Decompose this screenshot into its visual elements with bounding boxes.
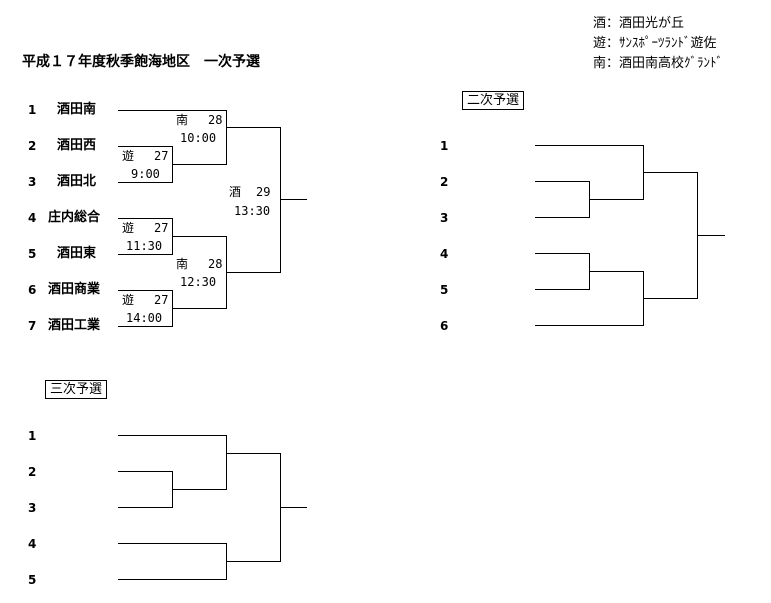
seed-number: 7 (28, 319, 37, 333)
venue-legend-item: 南：酒田南高校ｸﾞﾗﾝﾄﾞ (593, 56, 724, 71)
match-date: 28 (208, 257, 223, 271)
seed-number: 6 (28, 283, 37, 297)
team-name: 酒田東 (57, 246, 97, 261)
match-date: 27 (154, 149, 169, 163)
slot-number: 5 (28, 573, 37, 587)
match-venue: 酒 (229, 185, 242, 199)
match-time: 10:00 (180, 131, 217, 145)
slot-number: 1 (28, 429, 37, 443)
team-name: 酒田南 (57, 102, 97, 117)
team-name: 酒田商業 (48, 282, 101, 297)
second-round-label: 二次予選 (462, 91, 525, 110)
seed-number: 1 (28, 103, 37, 117)
match-venue: 遊 (122, 293, 135, 307)
match-date: 29 (256, 185, 271, 199)
team-name: 酒田工業 (48, 318, 101, 333)
match-date: 28 (208, 113, 223, 127)
seed-number: 4 (28, 211, 37, 225)
match-date: 27 (154, 221, 169, 235)
slot-number: 2 (440, 175, 449, 189)
slot-number: 4 (440, 247, 449, 261)
slot-number: 2 (28, 465, 37, 479)
page-title: 平成１７年度秋季飽海地区 一次予選 (22, 54, 260, 70)
match-time: 14:00 (126, 311, 163, 325)
team-name: 酒田北 (57, 174, 97, 189)
venue-legend-item: 酒：酒田光が丘 (593, 16, 685, 31)
match-time: 12:30 (180, 275, 217, 289)
match-venue: 南 (176, 113, 189, 127)
match-venue: 南 (176, 257, 189, 271)
slot-number: 3 (440, 211, 449, 225)
seed-number: 3 (28, 175, 37, 189)
slot-number: 6 (440, 319, 449, 333)
venue-legend-item: 遊：ｻﾝｽﾎﾟｰﾂﾗﾝﾄﾞ遊佐 (593, 36, 717, 51)
slot-number: 1 (440, 139, 449, 153)
match-time: 13:30 (234, 204, 271, 218)
match-venue: 遊 (122, 149, 135, 163)
match-time: 9:00 (131, 167, 160, 181)
match-time: 11:30 (126, 239, 163, 253)
seed-number: 2 (28, 139, 37, 153)
seed-number: 5 (28, 247, 37, 261)
third-round-label: 三次予選 (45, 380, 108, 399)
match-venue: 遊 (122, 221, 135, 235)
slot-number: 5 (440, 283, 449, 297)
team-name: 酒田西 (57, 138, 97, 153)
slot-number: 3 (28, 501, 37, 515)
slot-number: 4 (28, 537, 37, 551)
team-name: 庄内総合 (48, 210, 101, 225)
match-date: 27 (154, 293, 169, 307)
